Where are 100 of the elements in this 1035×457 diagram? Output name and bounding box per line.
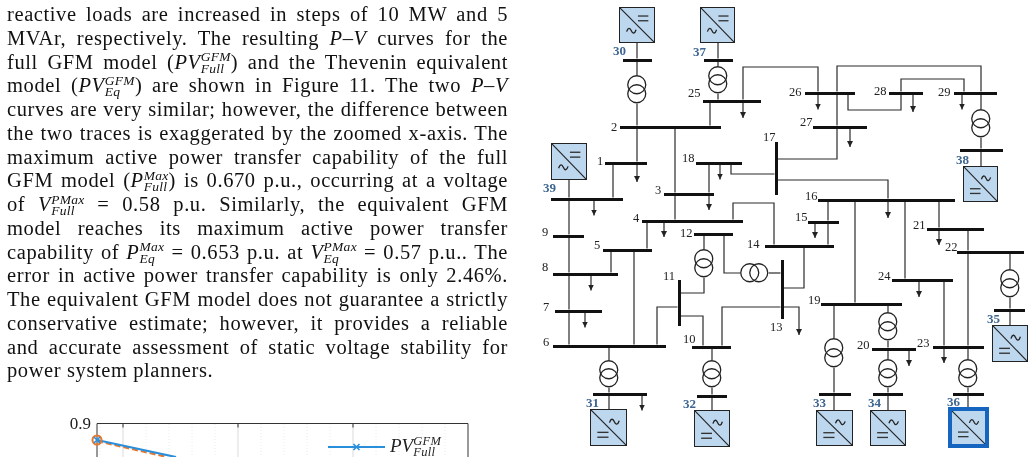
bus-number: 28 [874,84,887,98]
transmission-line [742,66,819,101]
transformer-symbol [971,109,991,138]
transmission-line [608,394,610,410]
bus-number: 18 [682,151,695,165]
transformer-symbol [740,263,769,283]
bus-bar [813,125,867,129]
bus-bar [994,308,1025,312]
bus-number: 14 [747,237,760,251]
bus-number: 22 [945,240,958,254]
converter-symbol [963,166,998,202]
transmission-line [887,387,889,394]
bus-number: 3 [655,183,662,197]
bus-number: 10 [683,332,696,346]
bus-number: 31 [586,395,599,409]
transmission-line [674,194,676,221]
bus-number: 2 [611,120,618,134]
load-arrow [812,222,818,239]
bus-number: 38 [956,152,969,166]
transformer-symbol [878,359,898,388]
bus-bar [889,91,923,95]
transmission-line [887,349,889,360]
load-arrow [582,311,588,329]
bus-number: 27 [800,115,813,129]
transformer-symbol [1000,269,1020,298]
transmission-line [708,163,710,194]
transmission-line [610,250,612,274]
load-arrow [906,349,912,367]
load-arrow [782,306,802,336]
transformer-symbol [878,312,898,341]
transmission-line [721,306,782,347]
bus-number: 20 [857,338,870,352]
bus-bar [677,280,681,326]
transformer-symbol [599,360,619,388]
bus-bar [605,161,647,165]
transmission-line [938,200,940,229]
transmission-line [967,252,969,347]
bus-bar [623,58,652,62]
transmission-line [833,367,835,394]
transmission-line [717,42,719,60]
bus-number: 5 [594,238,601,252]
transformer-symbol [824,338,844,368]
transmission-line [732,202,775,246]
bus-number: 19 [808,293,821,307]
converter-symbol [870,410,906,446]
bus-number: 7 [543,300,550,314]
transmission-line [943,280,945,347]
bus-bar [593,392,647,396]
transmission-line [608,346,610,361]
bus-number: 12 [680,226,693,240]
transmission-line [711,387,713,396]
converter-symbol [948,407,989,448]
load-arrow [910,93,916,113]
bus-bar [692,345,731,349]
bus-number: 13 [770,320,783,334]
bus-number: 34 [868,395,881,409]
transmission-line [836,93,838,127]
load-arrow [634,163,640,183]
bus-number: 24 [878,269,891,283]
bus-bar [819,392,851,396]
transmission-line [636,60,638,76]
bus-bar [960,148,1003,152]
transmission-line [723,234,741,274]
bus-number: 6 [543,335,550,349]
transformer-symbol [708,66,728,94]
transmission-line [646,221,648,250]
transmission-line [967,387,969,394]
bus-bar [892,278,953,282]
transmission-line [887,340,889,349]
bus-number: 9 [542,225,549,239]
transmission-line [833,394,835,411]
load-arrow [591,199,597,217]
bus-number: 39 [543,180,556,194]
load-arrow [941,347,947,364]
transmission-line [967,347,969,360]
transmission-line [776,127,838,160]
bus-bar [553,344,666,348]
bus-bar [873,392,903,396]
transmission-line [980,93,982,110]
transmission-line [782,246,805,289]
load-arrow [588,274,594,292]
transmission-line [1009,310,1011,326]
bus-bar [642,219,743,223]
bus-number: 11 [663,269,676,283]
bus-bar [553,272,618,276]
bus-bar [765,244,834,248]
transmission-line [711,347,713,361]
converter-symbol [619,7,655,43]
transmission-line [674,127,676,194]
transmission-line [679,277,705,294]
load-arrow [815,93,821,111]
bus-number: 37 [693,44,706,58]
transmission-line [887,394,889,411]
transmission-line [847,93,902,111]
transmission-line [768,272,782,274]
bus-bar [603,248,652,252]
converter-symbol [551,143,587,180]
transmission-line [827,222,829,246]
transmission-line [836,65,982,93]
transmission-line [887,304,889,313]
